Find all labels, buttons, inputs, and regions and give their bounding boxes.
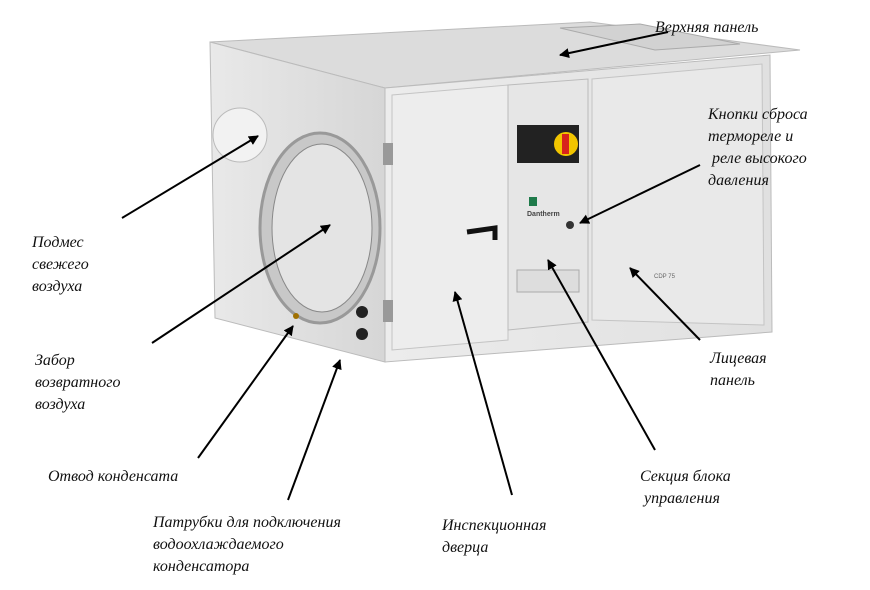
label-fresh-air: Подмес свежего воздуха [32,232,89,298]
grille-mesh [271,143,373,313]
arrow-condensate [197,325,294,459]
front-panel [591,63,765,326]
pipe-connection-1 [356,306,368,318]
arrow-front-panel [629,267,701,341]
dantherm-logo [529,197,537,206]
label-line: Секция блока [640,468,731,485]
main-switch-knob [562,134,569,154]
arrow-control-section [547,259,656,451]
label-line: воздуха [35,396,86,413]
label-line: Забор [35,352,75,369]
door-handle [466,225,498,240]
arrow-top-panel [559,31,669,59]
fresh-air-inlet [212,107,268,163]
pipe-connection-2 [356,328,368,340]
inspection-door [391,84,509,351]
arrow-return-air [151,224,331,344]
label-reset-buttons: Кнопки сброса термореле и реле высокого … [708,104,808,192]
label-line: панель [710,372,755,389]
reset-button [566,221,574,229]
condensate-drain [293,313,299,319]
label-top-panel: Верхняя панель [655,19,759,36]
door-hinge-top [383,143,393,165]
label-line: Патрубки для подключения [153,514,341,531]
label-pipes: Патрубки для подключения водоохлаждаемог… [153,512,341,578]
arrow-fresh-air [121,135,259,219]
label-line: конденсатора [153,558,250,575]
label-line: Кнопки сброса [708,106,808,123]
cable-glands [516,269,580,293]
brand-text: Dantherm [527,211,560,218]
label-front-panel: Лицевая панель [710,348,767,392]
label-line: давления [708,172,769,189]
top-panel [559,23,741,51]
label-line: термореле и [708,128,794,145]
label-line: свежего [32,256,89,273]
label-control-section: Секция блока управления [640,466,731,510]
label-condensate-drain: Отвод конденсата [48,468,179,485]
dehumidifier-unit: Dantherm CDP 75 [209,21,801,363]
label-line: воздуха [32,278,83,295]
label-line: Подмес [32,234,84,251]
label-inspection-door: Инспекционная дверца [442,515,547,559]
arrows [121,31,701,501]
label-line: возвратного [35,374,121,391]
label-line: водоохлаждаемого [153,536,284,553]
model-text: CDP 75 [654,274,676,280]
arrow-inspection-door [452,291,513,496]
label-line: Инспекционная [442,517,547,534]
label-line: дверца [442,539,489,556]
label-return-air: Забор возвратного воздуха [35,350,120,416]
label-line: реле высокого [708,150,807,167]
label-line: управления [640,490,720,507]
arrow-reset-buttons [579,164,701,224]
label-line: Лицевая [710,350,767,367]
arrow-pipes [287,359,342,501]
door-hinge-bottom [383,300,393,322]
